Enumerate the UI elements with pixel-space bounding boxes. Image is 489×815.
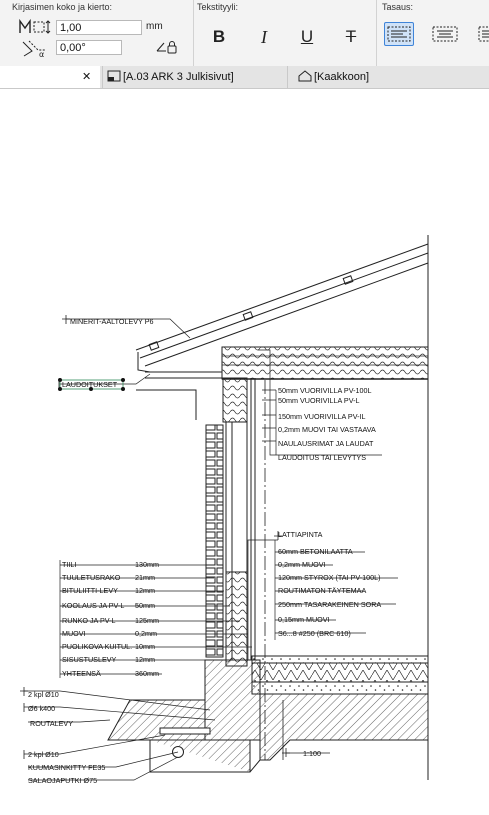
floor-structure bbox=[251, 655, 429, 695]
roof-layer-label: 150mm VUORIVILLA PV-IL bbox=[278, 412, 365, 421]
floor-layer-label: 0,2mm MUOVI bbox=[278, 560, 326, 569]
leader-lines bbox=[24, 318, 398, 781]
floor-layer-label: 60mm BETONILAATTA bbox=[278, 547, 353, 556]
wall-layer-name: TUULETUSRAKO bbox=[62, 573, 121, 582]
section-detail-drawing: MINERIT-AALTOLEVY P6 LAUDOITUKSET 50mm V… bbox=[20, 235, 429, 785]
wall-layer-name: SISUSTUSLEVY bbox=[62, 655, 117, 664]
elevation-view-icon bbox=[107, 70, 121, 82]
wall-layer-size: 0,2mm bbox=[135, 629, 157, 638]
wall-layer-size: 12mm bbox=[135, 655, 155, 664]
wall-layer-name: RUNKO JA PV-L bbox=[62, 616, 116, 625]
floor-layer-label: 120mm STYROX (TAI PV-100L) bbox=[278, 573, 381, 582]
toolbar-separator bbox=[193, 0, 194, 66]
tab-elevations-label: [A.03 ARK 3 Julkisivut] bbox=[123, 71, 234, 83]
selection-handle bbox=[89, 387, 93, 391]
wall-section bbox=[205, 377, 256, 667]
roof-layer-label: 50mm VUORIVILLA PV-L bbox=[278, 396, 360, 405]
tab-current-view[interactable] bbox=[0, 66, 100, 88]
foundation-structure bbox=[107, 659, 429, 773]
align-left-button[interactable] bbox=[384, 22, 414, 46]
align-center-button[interactable] bbox=[430, 22, 460, 46]
wall-layer-name: TIILI bbox=[62, 560, 76, 569]
align-center-icon bbox=[432, 26, 458, 42]
foundation-label: SALAOJAPUTKI Ø75 bbox=[28, 776, 97, 785]
foundation-label: ROUTALEVY bbox=[30, 719, 73, 728]
font-size-unit: mm bbox=[146, 21, 163, 32]
wall-layer-size: 50mm bbox=[135, 601, 155, 610]
floor-layer-label: 0,15mm MUOVI bbox=[278, 615, 330, 624]
roof-structure bbox=[135, 243, 429, 420]
label-mineral: MINERIT-AALTOLEVY P6 bbox=[70, 317, 153, 326]
roof-layer-label: LAUDOITUS TAI LEVYTYS bbox=[278, 453, 366, 462]
text-anchor-markers bbox=[20, 315, 290, 759]
text-style-section-label: Tekstityyli: bbox=[197, 2, 239, 12]
align-left-icon bbox=[387, 26, 411, 42]
scale-label: 1:100 bbox=[303, 749, 321, 758]
rotation-icon: α bbox=[22, 40, 46, 58]
wall-layer-name: PUOLIKOVA KUITUL. bbox=[62, 642, 132, 651]
wall-layer-size: 12mm bbox=[135, 586, 155, 595]
wall-layer-size: 130mm bbox=[135, 560, 159, 569]
floor-layer-label: ROUTIMATON TÄYTEMAA bbox=[278, 586, 366, 595]
font-size-icon bbox=[19, 18, 51, 34]
wall-layer-size: 125mm bbox=[135, 616, 159, 625]
wall-layer-size: 10mm bbox=[135, 642, 155, 651]
toolbar-separator bbox=[376, 0, 377, 66]
floor-layer-label: 250mm TASARAKEINEN SORA bbox=[278, 600, 381, 609]
wall-layer-name: YHTEENSÄ bbox=[62, 669, 101, 678]
foundation-label: 2 kpl Ø10 bbox=[28, 690, 59, 699]
roof-layer-label: 0,2mm MUOVI TAI VASTAAVA bbox=[278, 425, 376, 434]
view-tab-bar: ✕ [A.03 ARK 3 Julkisivut] [Kaakkoon] bbox=[0, 66, 489, 89]
wall-layer-size: 360mm bbox=[135, 669, 159, 678]
font-size-input[interactable]: 1,00 bbox=[56, 20, 142, 35]
drawing-canvas[interactable]: MINERIT-AALTOLEVY P6 LAUDOITUKSET 50mm V… bbox=[0, 89, 489, 815]
alignment-section-label: Tasaus: bbox=[382, 2, 414, 12]
italic-button[interactable]: I bbox=[261, 26, 267, 47]
align-right-icon bbox=[478, 26, 489, 42]
foundation-label: KUUMASINKITTY FE35 bbox=[28, 763, 105, 772]
tab-kaakkoon[interactable]: [Kaakkoon] bbox=[292, 66, 432, 88]
foundation-label: 2 kpl Ø10 bbox=[28, 750, 59, 759]
wall-layer-size: 21mm bbox=[135, 573, 155, 582]
roof-layer-label: 50mm VUORIVILLA PV-100L bbox=[278, 386, 371, 395]
selection-handle bbox=[121, 387, 125, 391]
roof-layer-label: NAULAUSRIMAT JA LAUDAT bbox=[278, 439, 374, 448]
svg-text:α: α bbox=[39, 50, 44, 58]
floor-layer-label: LATTIAPINTA bbox=[278, 530, 323, 539]
tab-close-button[interactable]: ✕ bbox=[82, 71, 92, 83]
align-right-button[interactable] bbox=[476, 22, 489, 46]
rotation-input[interactable]: 0,00° bbox=[56, 40, 122, 55]
underline-button[interactable]: U bbox=[300, 27, 314, 46]
text-toolbar: Kirjasimen koko ja kierto: 1,00 mm α 0,0… bbox=[0, 0, 489, 67]
strikethrough-button[interactable]: T bbox=[345, 27, 357, 46]
tab-elevations[interactable]: [A.03 ARK 3 Julkisivut] bbox=[102, 66, 288, 88]
wall-layer-name: KOOLAUS JA PV-L bbox=[62, 601, 124, 610]
house-view-icon bbox=[298, 70, 312, 82]
wall-layer-name: BITULIITTI-LEVY bbox=[62, 586, 118, 595]
label-laudoitukset: LAUDOITUKSET bbox=[62, 380, 118, 389]
rotation-lock-icon[interactable] bbox=[156, 39, 178, 55]
floor-layer-label: S6...8 #250 (BRC 610) bbox=[278, 629, 351, 638]
wall-layer-name: MUOVI bbox=[62, 629, 86, 638]
tab-kaakkoon-label: [Kaakkoon] bbox=[314, 71, 370, 83]
font-size-section-label: Kirjasimen koko ja kierto: bbox=[12, 2, 113, 12]
bold-button[interactable]: B bbox=[212, 27, 226, 46]
selection-handle bbox=[121, 378, 125, 382]
foundation-label: Ø6 k400 bbox=[28, 704, 55, 713]
